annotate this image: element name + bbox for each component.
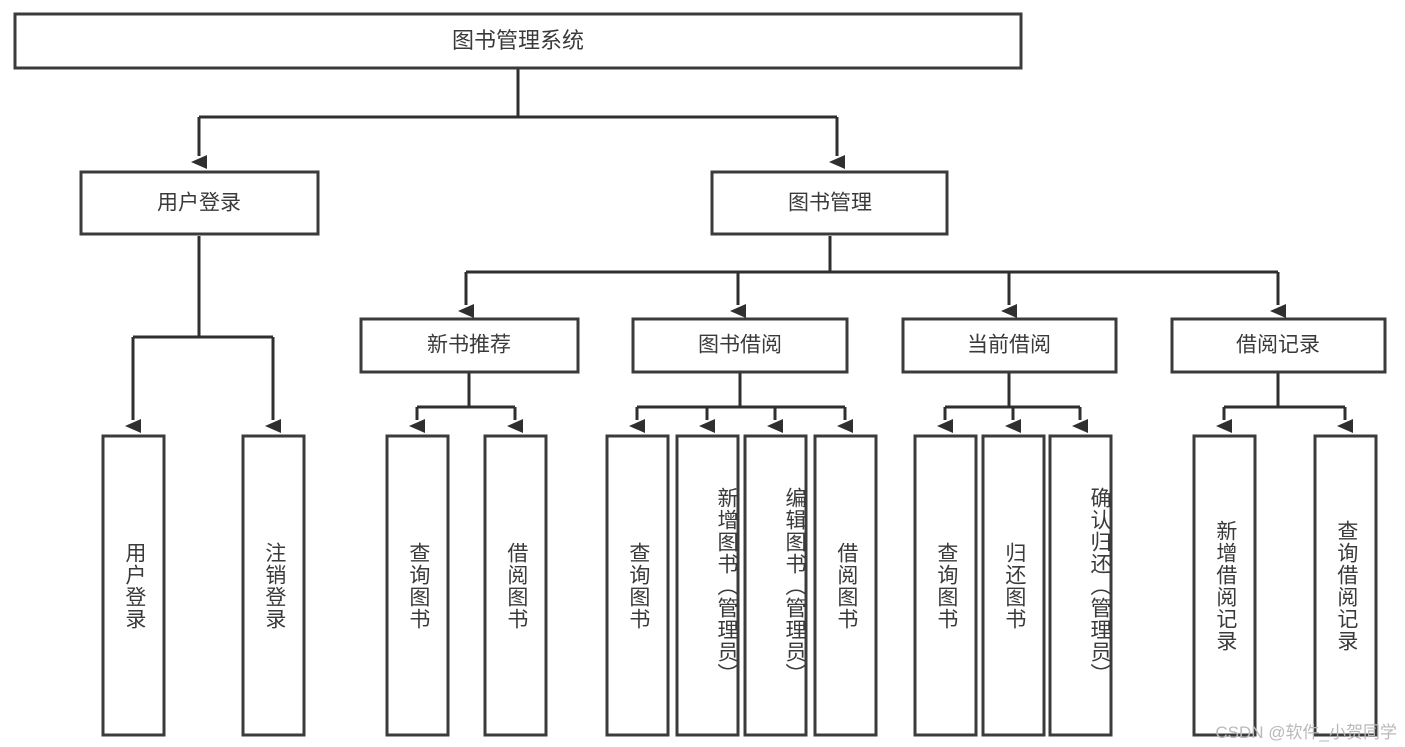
connector-book-management-to-level3: [458, 236, 1286, 318]
node-root-label: 图书管理系统: [452, 28, 584, 53]
leaf-box-query-record[interactable]: [1313, 434, 1378, 737]
node-book-borrow-label: 图书借阅: [698, 334, 782, 357]
node-borrow-record[interactable]: 借阅记录: [1170, 317, 1387, 374]
node-borrow-record-label: 借阅记录: [1236, 334, 1320, 357]
node-new-book-recommend[interactable]: 新书推荐: [359, 317, 580, 374]
node-book-management[interactable]: 图书管理: [710, 170, 949, 236]
leaf-box-borrow-book-2[interactable]: [813, 434, 878, 737]
node-new-book-recommend-label: 新书推荐: [427, 334, 511, 357]
leaf-boxes: [101, 434, 1378, 737]
connector-current-borrow-to-leaves: [937, 372, 1088, 433]
node-user-login[interactable]: 用户登录: [79, 170, 320, 236]
leaf-box-borrow-book-1[interactable]: [483, 434, 548, 737]
node-book-borrow[interactable]: 图书借阅: [631, 317, 849, 374]
leaf-box-add-record[interactable]: [1192, 434, 1257, 737]
node-root[interactable]: 图书管理系统: [13, 12, 1023, 70]
connector-book-borrow-to-leaves: [629, 372, 853, 433]
node-current-borrow[interactable]: 当前借阅: [901, 317, 1118, 374]
connector-new-book-recommend-to-leaves: [409, 372, 523, 433]
leaf-box-query-book-2[interactable]: [605, 434, 670, 737]
node-user-login-label: 用户登录: [157, 192, 241, 215]
leaf-box-user-login[interactable]: [101, 434, 166, 737]
leaf-box-logout[interactable]: [241, 434, 306, 737]
connector-borrow-record-to-leaves: [1216, 372, 1353, 433]
leaf-box-add-book[interactable]: [675, 434, 740, 737]
connector-user-login-to-leaves: [125, 236, 281, 433]
leaf-box-query-book-3[interactable]: [913, 434, 978, 737]
leaf-box-edit-book[interactable]: [743, 434, 808, 737]
node-book-management-label: 图书管理: [788, 192, 872, 215]
connector-root-to-level2: [191, 68, 845, 169]
leaf-box-query-book-1[interactable]: [385, 434, 450, 737]
leaf-box-return-book[interactable]: [981, 434, 1046, 737]
leaf-box-confirm-return[interactable]: [1048, 434, 1113, 737]
csdn-watermark: CSDN @软件_小贺同学: [1215, 723, 1397, 742]
node-current-borrow-label: 当前借阅: [967, 334, 1051, 357]
